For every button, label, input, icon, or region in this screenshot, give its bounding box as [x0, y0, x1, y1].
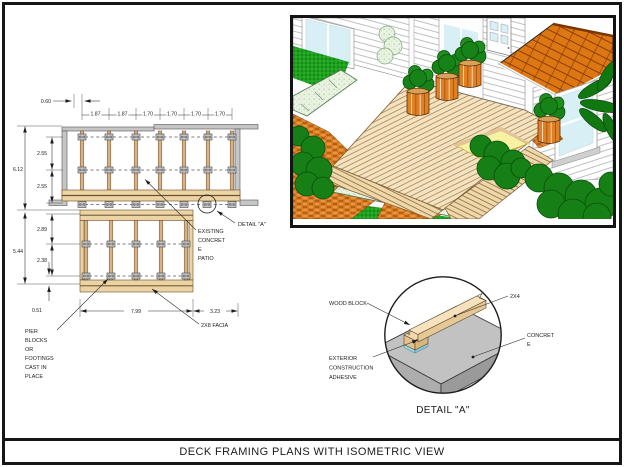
label-2x4: 2X4: [510, 294, 520, 300]
door-knob: [507, 47, 510, 49]
dim-upper-seg-1: 2.55: [37, 151, 47, 157]
concrete-slab-right: [440, 339, 502, 394]
note-existing-patio-line2: CONCRET: [198, 238, 226, 244]
dim-upper-seg-2: 2.55: [37, 184, 47, 190]
label-concrete-line1: CONCRET: [527, 333, 555, 339]
label-wood-block: WOOD BLOCK: [329, 301, 367, 307]
dim-left-upper: 6.12 2.55 2.55: [13, 125, 80, 211]
note-pier-line2: BLOCKS: [25, 338, 48, 344]
dim-top-offset-value: 0.60: [41, 99, 51, 105]
dim-bay-4: 1.70: [167, 112, 177, 118]
note-existing-patio-line1: EXISTING: [198, 229, 224, 235]
palm-leaves: [578, 60, 623, 143]
dim-upper-overall: 6.12: [13, 167, 23, 173]
isometric-panel: [288, 15, 624, 232]
note-pier-line3: OR: [25, 347, 33, 353]
dim-bay-3: 1.70: [143, 112, 153, 118]
dim-left-lower: 5.44 2.89 2.38 0.51: [13, 212, 80, 314]
note-facia: 2X8 FACIA: [201, 323, 229, 329]
detail-a-circle: [384, 276, 502, 394]
dim-bay-6: 1.70: [215, 112, 225, 118]
lower-joists: [83, 220, 189, 281]
label-concrete-line2: E: [527, 342, 531, 348]
framing-plan-drawing: 0.60 1.87: [13, 94, 266, 380]
dim-bottom: 7.99 3.23: [79, 299, 239, 317]
patio-concrete-edges: [48, 124, 259, 206]
detail-a-drawing: WOOD BLOCK 2X4 CONCRET E EXTERIOR CONSTR…: [329, 276, 555, 416]
light-shrub: [376, 25, 403, 65]
note-pier-line1: PIER: [25, 329, 38, 335]
isometric-illustration: [288, 15, 624, 232]
note-pier-line4: FOOTINGS: [25, 356, 54, 362]
dim-top-offset: 0.60: [41, 94, 100, 108]
sheet-title: DECK FRAMING PLANS WITH ISOMETRIC VIEW: [179, 445, 445, 458]
detail-a-labels: WOOD BLOCK 2X4 CONCRET E EXTERIOR CONSTR…: [329, 294, 555, 381]
dim-bottom-offset: 0.51: [32, 308, 42, 314]
dim-lower-seg-1: 2.89: [37, 227, 47, 233]
detail-a-callout-circle: [197, 194, 217, 214]
upper-double-beam: [61, 189, 241, 202]
label-adhesive-line2: CONSTRUCTION: [329, 366, 373, 372]
note-existing-patio-line4: PATIO: [198, 256, 214, 262]
dim-bay-1: 1.87: [90, 112, 100, 118]
note-pier-line6: PLACE: [25, 374, 43, 380]
note-existing-patio-line3: E: [198, 247, 202, 253]
dim-lower-seg-2: 2.38: [37, 258, 47, 264]
note-pier-line5: CAST IN: [25, 365, 47, 371]
dim-bay-5: 1.70: [191, 112, 201, 118]
dim-bay-2: 1.87: [117, 112, 127, 118]
lower-beams-facia: [79, 209, 194, 293]
label-adhesive-line1: EXTERIOR: [329, 356, 357, 362]
label-adhesive-line3: ADHESIVE: [329, 375, 357, 381]
title-bar: DECK FRAMING PLANS WITH ISOMETRIC VIEW: [5, 438, 619, 462]
dim-lower-overall: 5.44: [13, 249, 23, 255]
dim-bottom-span-1: 7.99: [131, 309, 141, 315]
dim-bay-chain: 1.87 1.87 1.70 1.70 1.70 1.70: [81, 108, 233, 120]
note-detail-a-ref: DETAIL "A": [238, 222, 266, 228]
plan-notes: EXISTING CONCRET E PATIO DETAIL "A" PIER…: [25, 179, 266, 380]
detail-a-caption: DETAIL "A": [416, 405, 470, 416]
dim-bottom-span-2: 3.23: [210, 309, 220, 315]
